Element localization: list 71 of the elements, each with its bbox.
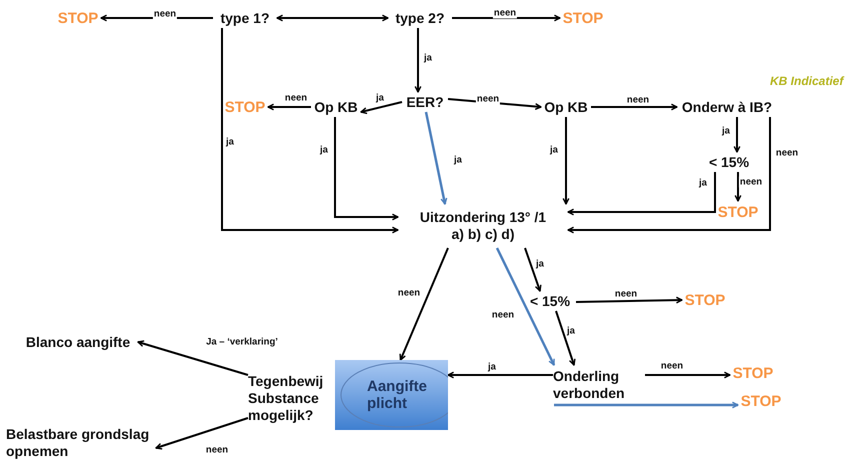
- question-text: type 2?: [395, 10, 444, 26]
- edge-label: neen: [490, 310, 516, 320]
- arrow: [496, 247, 556, 366]
- stop-text: STOP: [684, 292, 726, 308]
- edge-label: neen: [738, 176, 764, 188]
- arrow: [155, 417, 248, 450]
- question-text: EER?: [406, 94, 444, 110]
- stop-text: STOP: [732, 364, 774, 382]
- edge-label: neen: [626, 94, 650, 106]
- stop-text: STOP: [224, 98, 266, 116]
- edge-label: ja: [453, 154, 463, 166]
- arrow: [137, 340, 248, 376]
- question-text: type 1?: [220, 10, 270, 26]
- arrow: [734, 117, 740, 153]
- stop-text: STOP: [740, 392, 782, 410]
- exception-text: Uitzondering 13° /1: [420, 209, 546, 226]
- edge-label: ja: [423, 52, 433, 64]
- step-text: Op KB: [544, 98, 588, 116]
- stop-text: STOP: [562, 10, 604, 26]
- arrow: [267, 104, 311, 110]
- edge-label: neen: [774, 148, 800, 158]
- arrow: [567, 172, 716, 216]
- edge-label: neen: [476, 94, 500, 104]
- arrow: [562, 117, 570, 205]
- edge-label: Ja – ‘verklaring’: [205, 336, 279, 348]
- arrow: [276, 14, 389, 22]
- arrow: [734, 172, 742, 202]
- step-text: Op KB: [314, 98, 358, 116]
- edge-label: neen: [204, 444, 230, 456]
- threshold-text: < 15%: [708, 154, 750, 170]
- edge-label: ja: [487, 362, 497, 372]
- edge-label: neen: [152, 8, 178, 20]
- arrow: [524, 248, 542, 292]
- note-label: KB Indicatief: [770, 74, 844, 88]
- arrow: [447, 372, 553, 378]
- arrow: [576, 296, 683, 304]
- arrow: [567, 117, 771, 234]
- arrow: [334, 117, 399, 220]
- arrow: [360, 101, 402, 114]
- arrow: [554, 402, 739, 408]
- edge-label: ja: [319, 144, 329, 156]
- arrow: [424, 112, 448, 205]
- arrow: [555, 310, 576, 366]
- edge-label: ja: [225, 136, 235, 148]
- edge-label: neen: [492, 8, 518, 18]
- edge-label: neen: [660, 360, 684, 372]
- question-text: Onderling verbonden: [553, 368, 626, 402]
- arrow: [645, 372, 731, 378]
- question-text: Tegenbewij Substance mogelijk?: [248, 372, 324, 424]
- edge-label: ja: [549, 144, 559, 156]
- outcome-text: Blanco aangifte: [26, 334, 130, 350]
- edge-label: neen: [396, 288, 422, 298]
- obligation-text: Aangifte plicht: [366, 378, 428, 412]
- arrow: [221, 28, 399, 234]
- arrow: [414, 28, 422, 93]
- question-text: Onderw à IB?: [682, 98, 772, 116]
- edge-label: ja: [375, 92, 385, 104]
- edge-label: ja: [698, 178, 708, 188]
- stop-text: STOP: [58, 10, 98, 26]
- edge-label: ja: [721, 126, 731, 136]
- outcome-text: Belastbare grondslag opnemen: [6, 426, 150, 460]
- arrow: [399, 248, 449, 361]
- arrow: [591, 104, 678, 110]
- stop-text: STOP: [718, 204, 758, 220]
- edge-label: ja: [535, 258, 545, 270]
- exception-text: a) b) c) d): [452, 226, 514, 243]
- arrow: [452, 14, 561, 22]
- edge-label: neen: [614, 288, 638, 300]
- edge-label: ja: [566, 326, 576, 336]
- threshold-text: < 15%: [530, 292, 570, 310]
- edge-label: neen: [284, 92, 308, 104]
